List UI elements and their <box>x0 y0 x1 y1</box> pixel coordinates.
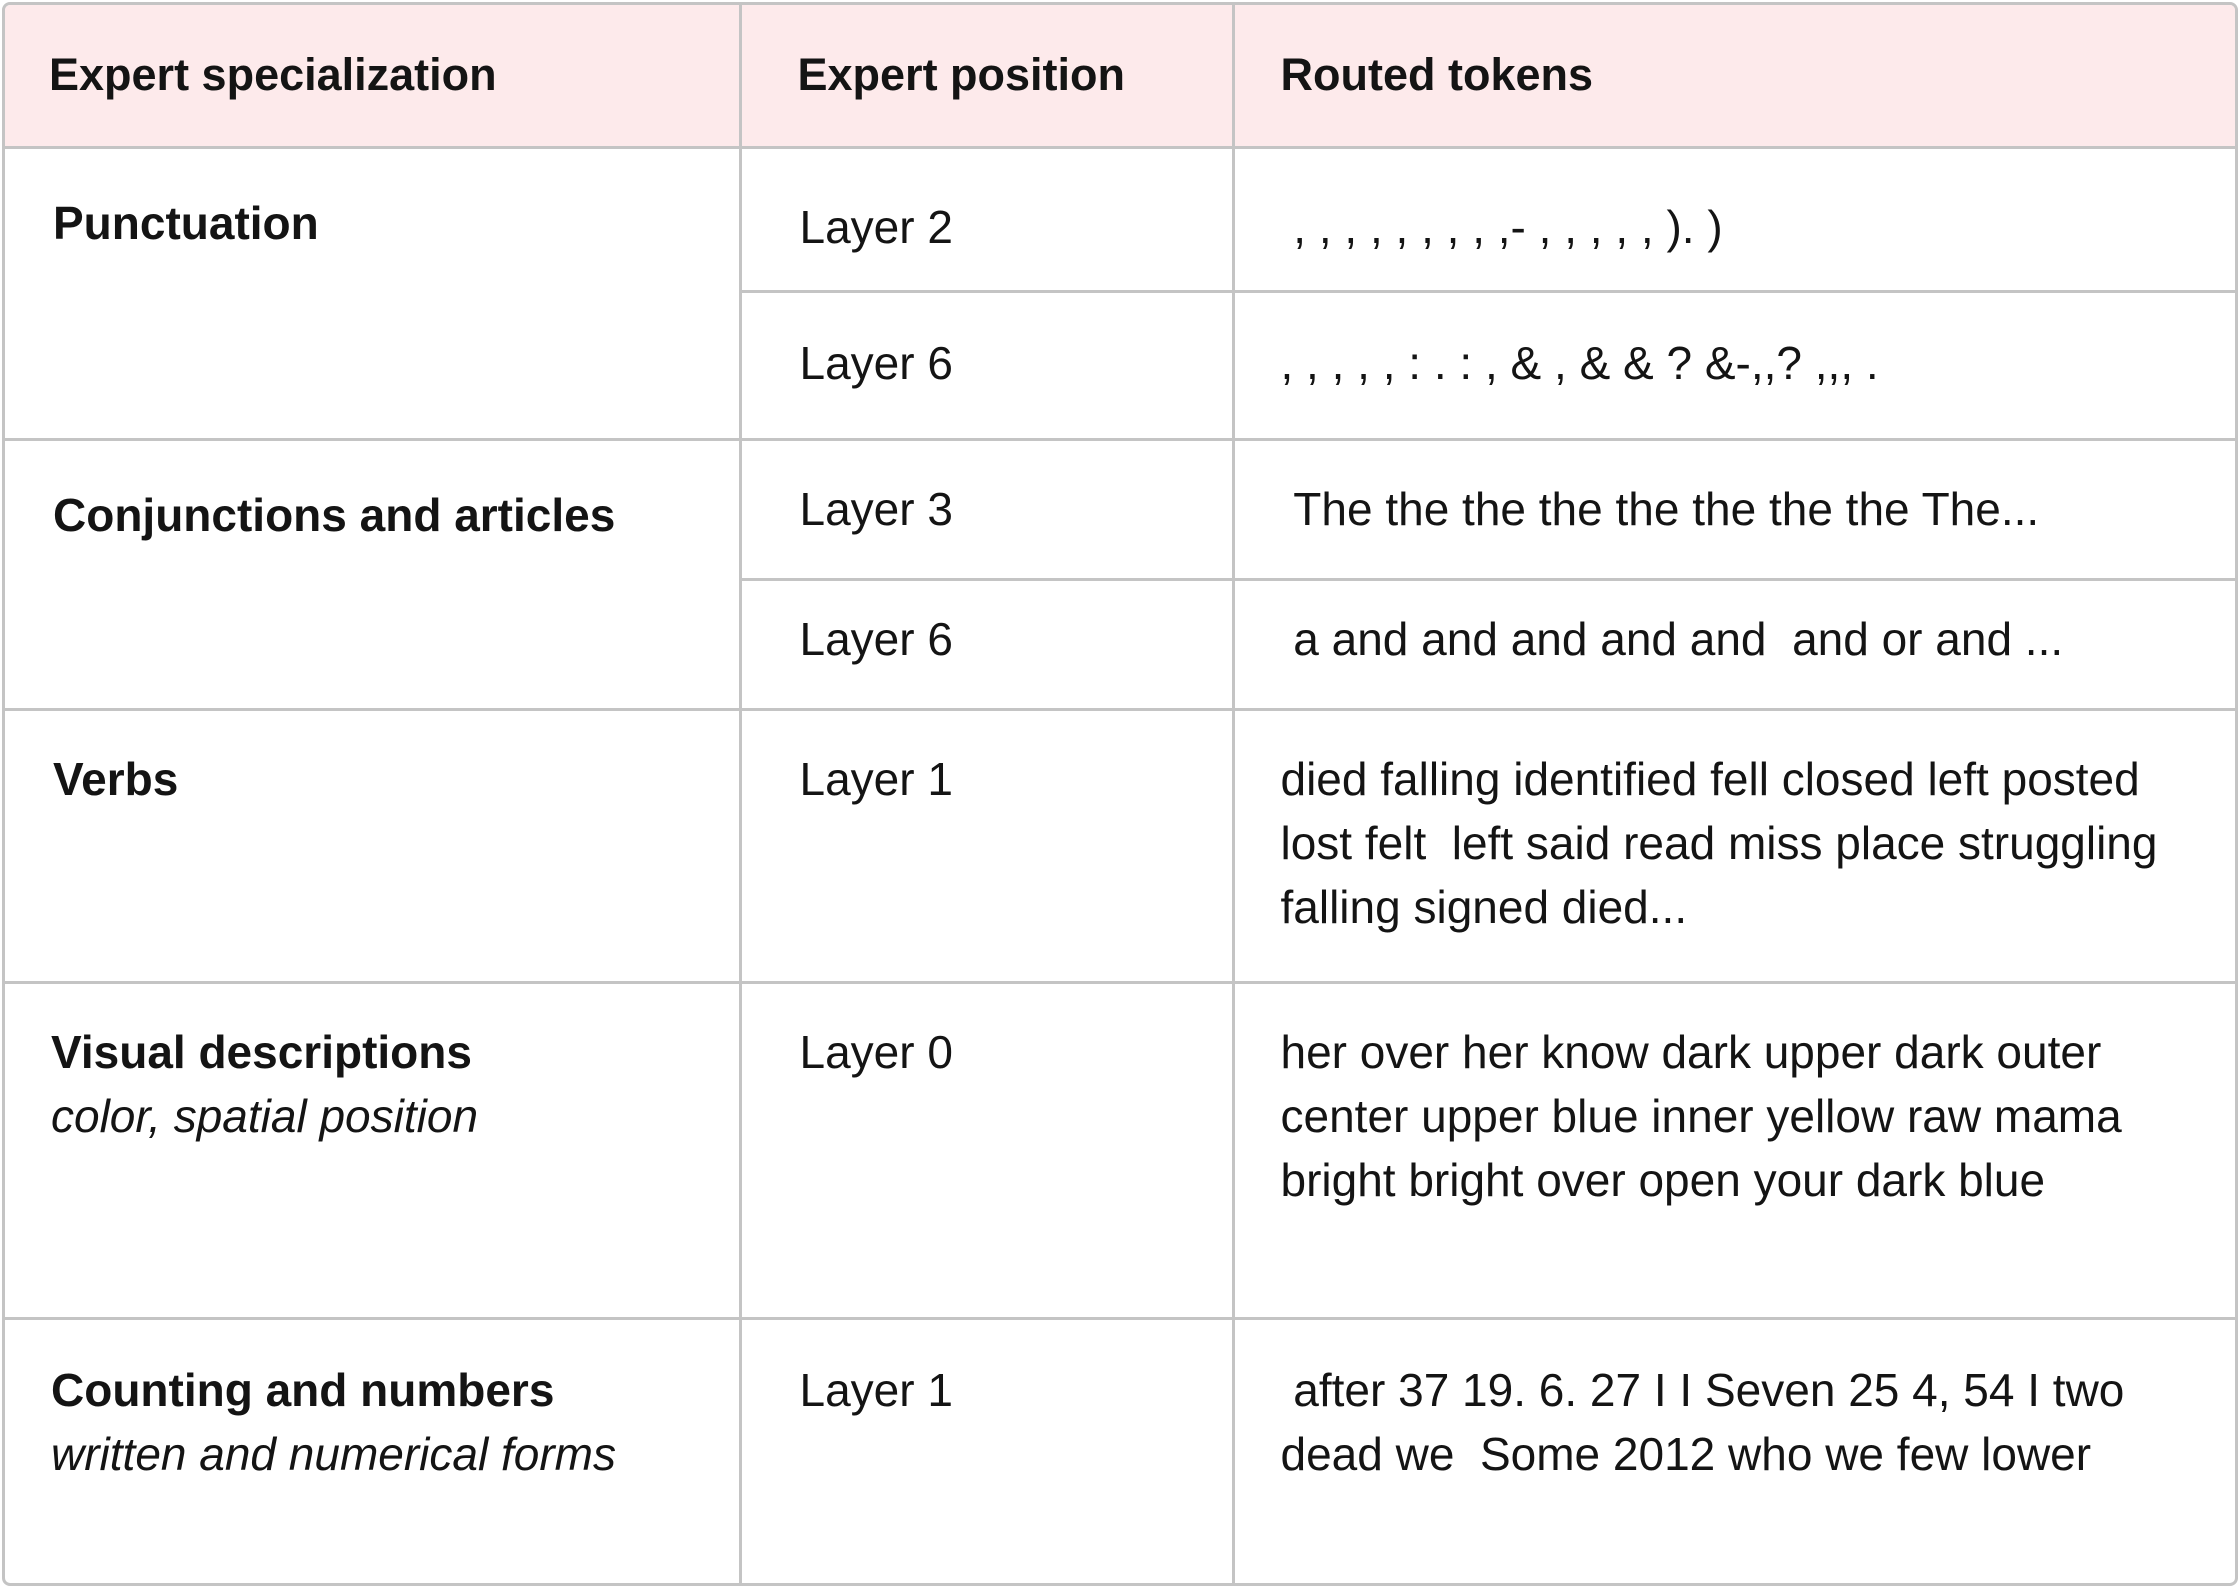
specialization-title: Conjunctions and articles <box>53 488 616 541</box>
position-cell: Layer 1 <box>738 708 1235 984</box>
specialization-cell: Conjunctions and articles <box>5 437 742 712</box>
tokens-cell: died falling identified fell closed left… <box>1231 708 2235 984</box>
specialization-cell: Counting and numbers written and numeric… <box>5 1317 742 1583</box>
specialization-subtitle: color, spatial position <box>51 1089 479 1142</box>
table-row: Layer 6 a and and and and and and or and… <box>5 578 2235 712</box>
specialization-cell: Verbs <box>5 708 742 984</box>
tokens-cell: a and and and and and and or and ... <box>1231 578 2235 712</box>
specialization-title: Punctuation <box>53 196 319 249</box>
position-cell: Layer 1 <box>738 1317 1235 1583</box>
header-row: Expert specialization Expert position Ro… <box>5 5 2235 149</box>
expert-specialization-table: Expert specialization Expert position Ro… <box>5 5 2235 1583</box>
header-position: Expert position <box>738 5 1235 149</box>
specialization-subtitle: written and numerical forms <box>51 1428 616 1481</box>
tokens-cell: The the the the the the the the The... <box>1231 437 2235 582</box>
tokens-cell: , , , , , , , , ,- , , , , , ). ) <box>1231 145 2235 293</box>
position-cell: Layer 6 <box>738 289 1235 441</box>
specialization-cell: Visual descriptions color, spatial posit… <box>5 980 742 1321</box>
position-cell: Layer 2 <box>738 145 1235 293</box>
specialization-title: Visual descriptions <box>51 1025 472 1078</box>
tokens-cell: , , , , , : . : , & , & & ? &-,,? ,,, . <box>1231 289 2235 441</box>
specialization-title: Verbs <box>53 753 179 806</box>
table-row: Conjunctions and articles Layer 3 The th… <box>5 437 2235 712</box>
table-row: Visual descriptions color, spatial posit… <box>5 980 2235 1321</box>
position-cell: Layer 6 <box>738 578 1235 712</box>
tokens-cell: her over her know dark upper dark outer … <box>1231 980 2235 1321</box>
specialization-cell: Punctuation <box>5 145 742 441</box>
table-row: Layer 6 , , , , , : . : , & , & & ? &-,,… <box>5 289 2235 441</box>
specialization-title: Counting and numbers <box>51 1364 555 1417</box>
tokens-cell: after 37 19. 6. 27 I I Seven 25 4, 54 I … <box>1231 1317 2235 1583</box>
table-row: Punctuation Layer 2 , , , , , , , , ,- ,… <box>5 145 2235 441</box>
header-tokens: Routed tokens <box>1231 5 2235 149</box>
table-row: Counting and numbers written and numeric… <box>5 1317 2235 1583</box>
header-specialization: Expert specialization <box>5 5 742 149</box>
position-cell: Layer 3 <box>738 437 1235 582</box>
table-row: Verbs Layer 1 died falling identified fe… <box>5 708 2235 984</box>
position-cell: Layer 0 <box>738 980 1235 1321</box>
